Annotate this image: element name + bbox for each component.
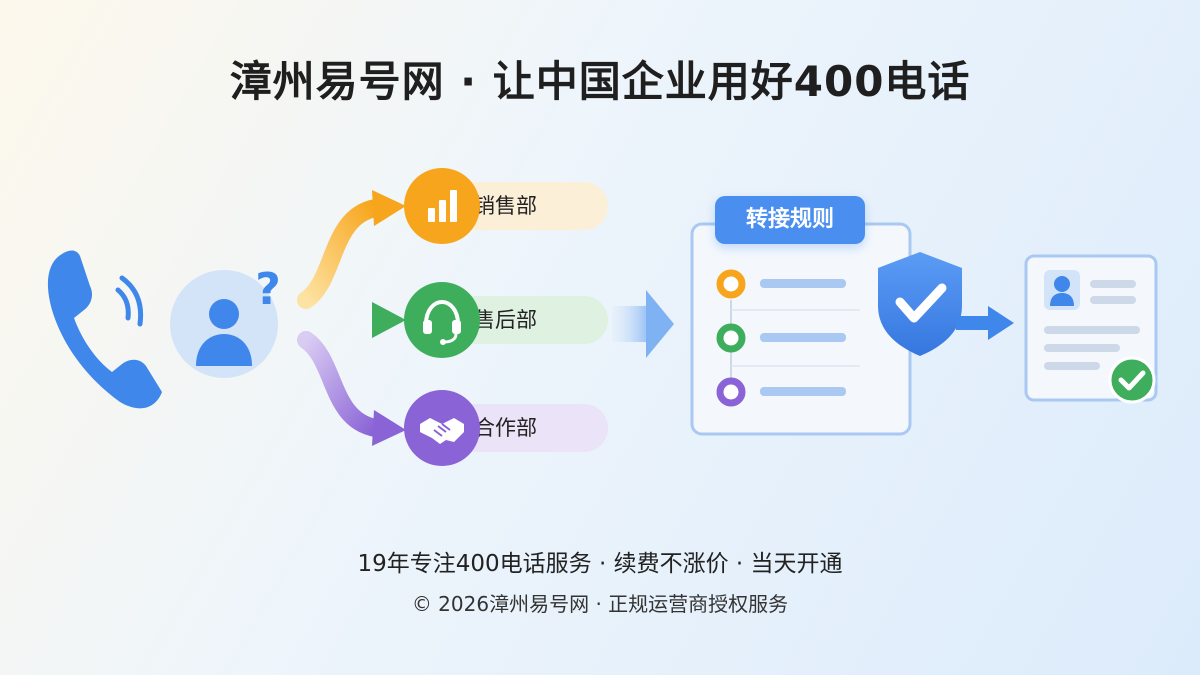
rule-dot-purple	[716, 377, 746, 407]
route-arrow-service	[306, 302, 406, 338]
footer-copyright: © 2026漳州易号网 · 正规运营商授权服务	[411, 592, 789, 616]
dept-label-service: 售后部	[474, 308, 537, 332]
headset-icon	[423, 299, 461, 345]
dept-icon-partner	[404, 390, 480, 466]
dept-label-sales: 销售部	[474, 194, 537, 218]
dept-label-partner: 合作部	[474, 416, 537, 440]
route-arrow-sales	[297, 190, 406, 309]
shield-check-icon	[878, 252, 962, 356]
handshake-icon	[420, 418, 464, 444]
dept-icon-service	[404, 282, 480, 358]
dept-icon-sales	[404, 168, 480, 244]
bar-chart-icon	[428, 190, 457, 222]
transfer-arrow	[612, 290, 674, 358]
rules-card	[690, 222, 912, 436]
rule-dot-green	[716, 323, 746, 353]
page-title: 漳州易号网 · 让中国企业用好400电话	[229, 57, 971, 106]
route-arrow-partner	[297, 331, 406, 446]
rule-dot-orange	[716, 269, 746, 299]
question-mark-icon: ?	[255, 264, 281, 315]
verified-check-icon	[1108, 356, 1156, 404]
rules-card-title: 转接规则	[715, 196, 865, 244]
caller-avatar-icon	[170, 270, 278, 378]
result-arrow	[956, 306, 1014, 340]
footer-tagline: 19年专注400电话服务 · 续费不涨价 · 当天开通	[357, 551, 843, 577]
phone-icon	[47, 250, 163, 409]
svg-text:?: ?	[255, 264, 281, 315]
